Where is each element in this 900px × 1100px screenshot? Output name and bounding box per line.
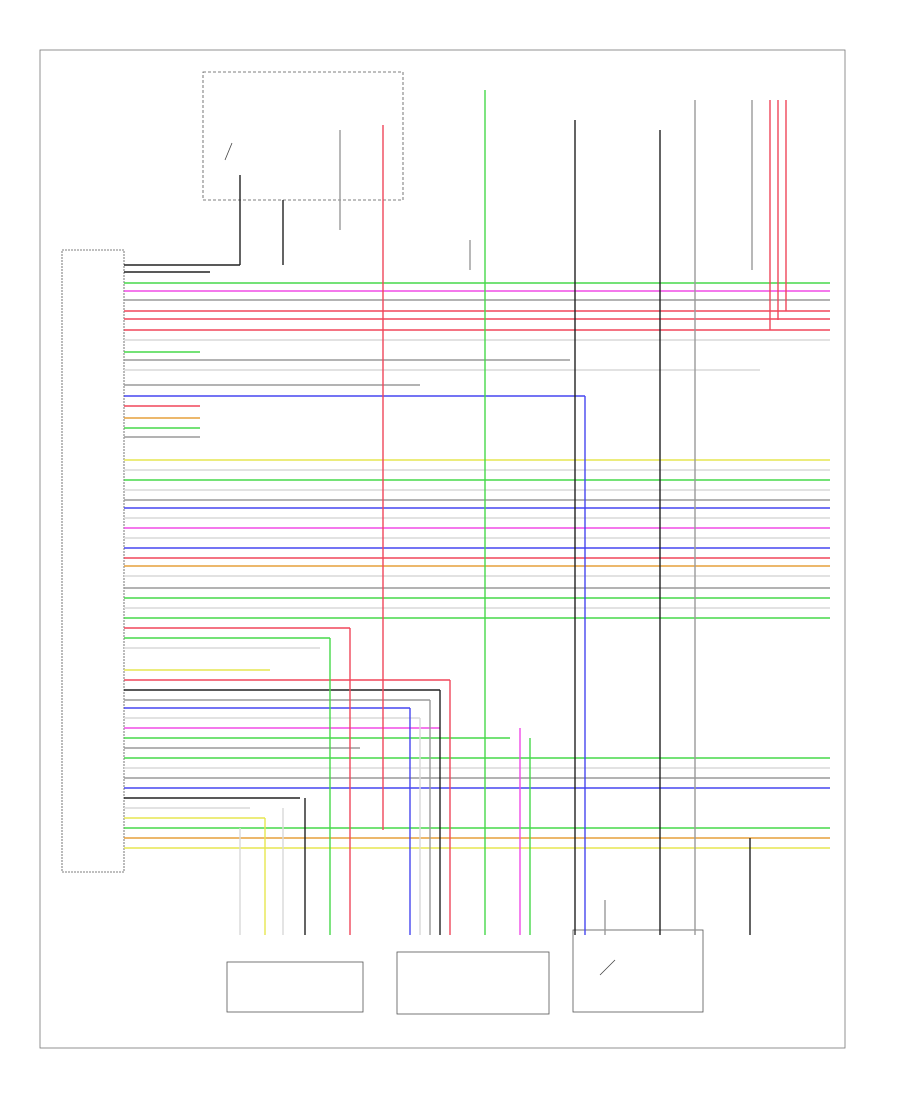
accel-pedal-box: [396, 951, 550, 1015]
ecm-connector-box: [61, 249, 125, 873]
throttle-body-box: [226, 961, 364, 1013]
switch-contact-relay: [224, 142, 233, 161]
horizontal-wires: [124, 264, 830, 849]
vertical-wires: [239, 90, 787, 935]
switch-contact-stop-lamp: [599, 959, 616, 976]
diagram-frame: [39, 49, 846, 1049]
relay-box: [202, 71, 404, 201]
stop-lamp-switch-box: [572, 929, 704, 1013]
